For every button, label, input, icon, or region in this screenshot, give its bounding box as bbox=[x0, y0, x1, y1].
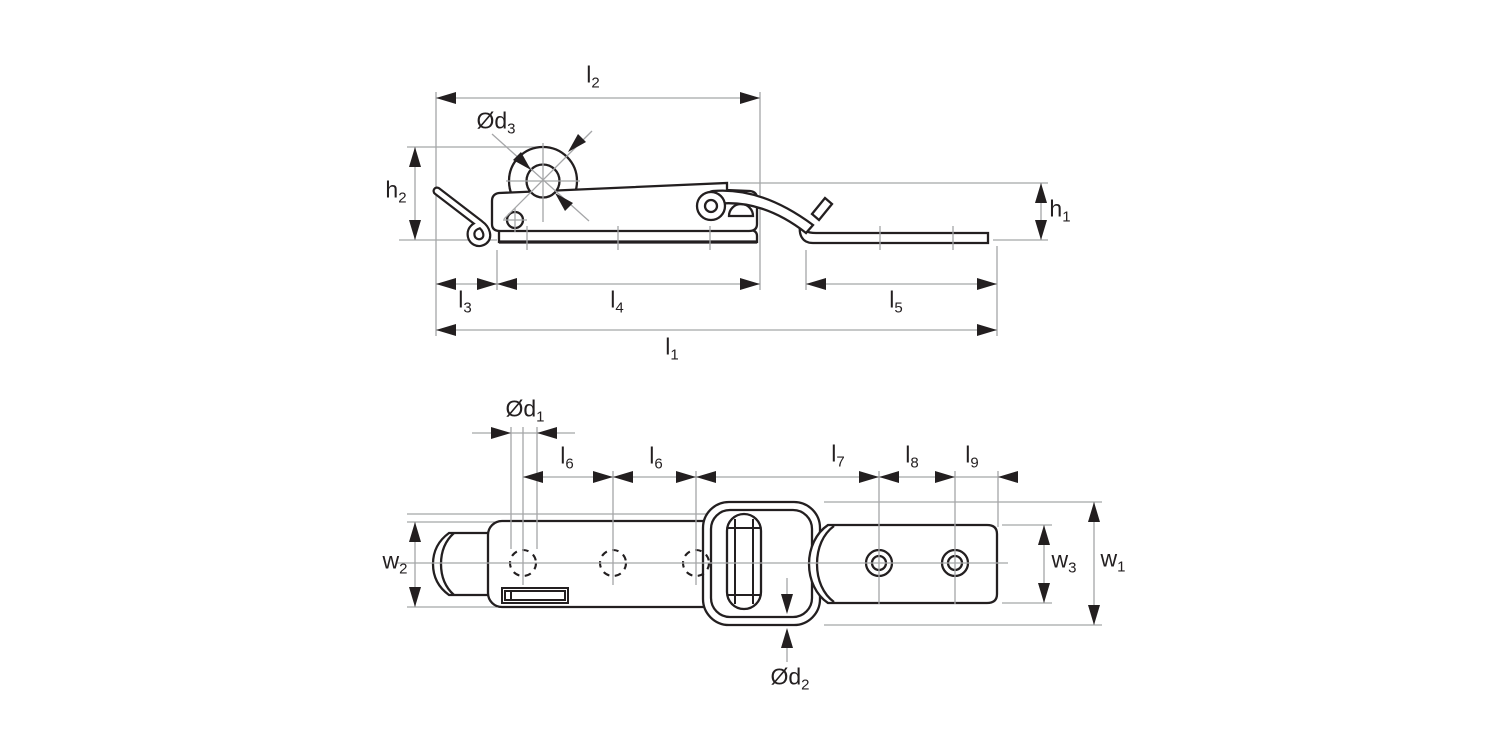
dim-label-h2: h2 bbox=[385, 176, 407, 207]
dimension-lines bbox=[399, 92, 1102, 626]
dim-label-l4: l4 bbox=[610, 286, 624, 317]
arrowheads bbox=[409, 92, 1100, 648]
slot bbox=[501, 587, 569, 604]
dim-label-l8: l8 bbox=[905, 441, 919, 472]
catch-plate-plan bbox=[807, 523, 999, 605]
dim-label-w3: w3 bbox=[1051, 546, 1077, 577]
dim-label-l2: l2 bbox=[586, 61, 600, 92]
dim-label-w1: w1 bbox=[1100, 545, 1126, 576]
spring-tab bbox=[810, 196, 834, 222]
catch-plate-fold-line bbox=[815, 525, 835, 603]
centerlines bbox=[397, 130, 1008, 662]
dim-label-h1: h1 bbox=[1049, 195, 1071, 226]
dim-label-w2: w2 bbox=[382, 547, 408, 578]
dim-label-l1: l1 bbox=[665, 333, 679, 364]
dim-label-d3: Ød3 bbox=[476, 107, 516, 138]
dim-label-l3: l3 bbox=[458, 286, 472, 317]
dim-label-d2: Ød2 bbox=[770, 663, 810, 694]
roller bbox=[725, 512, 763, 611]
dim-label-l9: l9 bbox=[965, 441, 979, 472]
hook bbox=[432, 186, 492, 248]
catch-plate-side bbox=[798, 220, 990, 245]
hook-cap bbox=[431, 531, 491, 597]
dim-label-l6a: l6 bbox=[560, 442, 574, 473]
lever-roll-inner bbox=[703, 198, 719, 214]
hook-cap-inner-line bbox=[439, 532, 455, 596]
dim-label-l7: l7 bbox=[831, 440, 845, 471]
dim-label-l5: l5 bbox=[889, 286, 903, 317]
dim-label-l6b: l6 bbox=[649, 442, 663, 473]
dim-label-d1: Ød1 bbox=[505, 395, 545, 426]
